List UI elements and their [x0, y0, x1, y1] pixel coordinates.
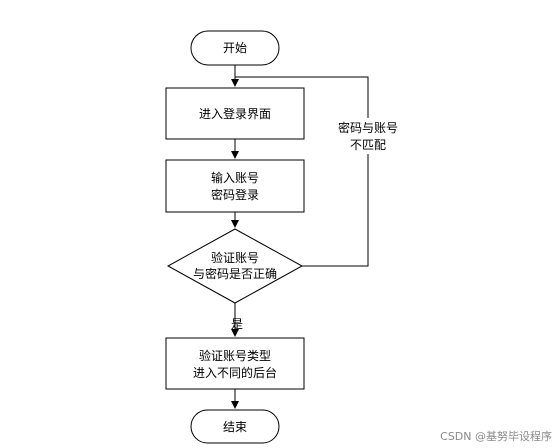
start-label: 开始: [223, 41, 247, 55]
watermark: CSDN @基努毕设程序: [440, 430, 552, 443]
verify-decision-label-line1: 验证账号: [211, 250, 259, 265]
input-credentials-box: [165, 159, 305, 213]
verify-decision-diamond: [166, 228, 304, 304]
verify-account-type-label-line2: 进入不同的后台: [193, 365, 277, 380]
verify-account-type-label-line1: 验证账号类型: [199, 348, 271, 363]
verify-account-type-box: [165, 337, 305, 390]
loop-back-label-bg: [330, 118, 406, 154]
input-credentials-label-line1: 输入账号: [211, 170, 259, 185]
loop-back-edge: [235, 76, 369, 267]
loop-back-label-line2: 不匹配: [350, 138, 386, 152]
end-label: 结束: [223, 420, 247, 434]
yes-label: 是: [231, 317, 243, 331]
loop-back-label-line1: 密码与账号: [338, 120, 398, 135]
enter-login-page-box: [165, 87, 305, 140]
input-credentials-label-line2: 密码登录: [211, 187, 259, 202]
enter-login-page-label: 进入登录界面: [199, 106, 271, 121]
verify-decision-label-line2: 与密码是否正确: [193, 266, 277, 281]
end-node: [190, 409, 280, 444]
